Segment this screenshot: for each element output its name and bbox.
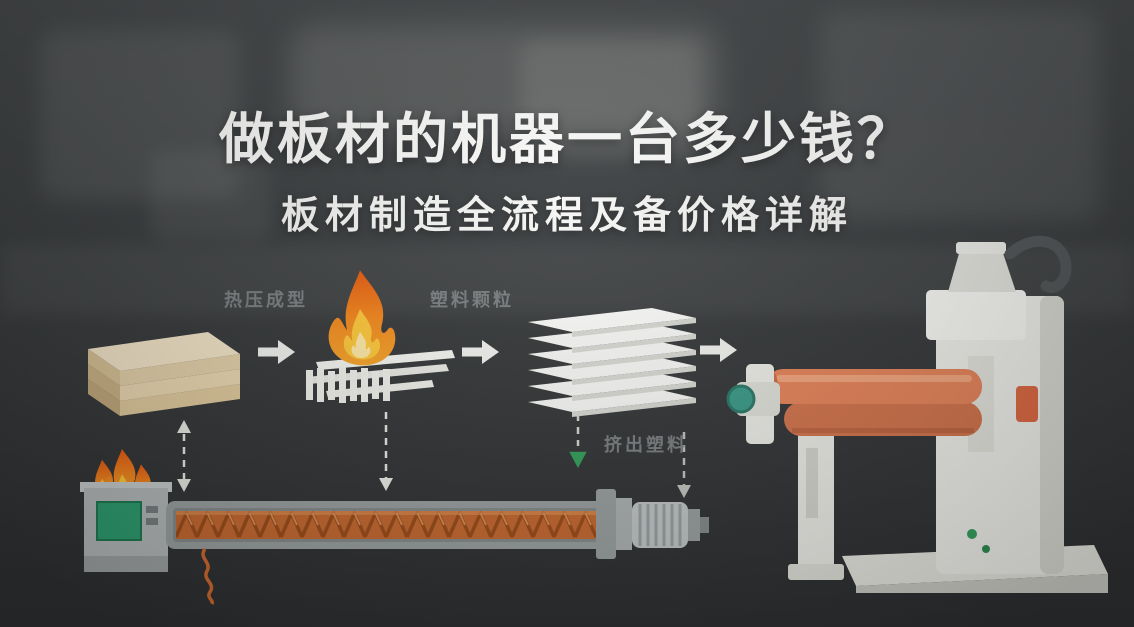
flow-arrow-right xyxy=(462,340,499,364)
board-stack-icon xyxy=(88,332,240,416)
arrow-down-icon xyxy=(379,478,393,491)
green-dot xyxy=(982,545,990,553)
top-roller xyxy=(766,369,982,404)
orange-cable xyxy=(201,547,215,605)
dashed-connector-boards-extruder xyxy=(177,420,191,492)
melting-flame-icon xyxy=(306,270,455,403)
machine-foot xyxy=(788,564,844,580)
machine-base-front xyxy=(856,574,1108,593)
extruder-ribbed-shaft xyxy=(632,502,688,548)
arrow-down-icon xyxy=(177,479,191,492)
label-step1: 热压成型 xyxy=(224,290,308,310)
green-dot xyxy=(967,529,977,539)
bottom-roller xyxy=(784,402,982,436)
extruder-machine-icon xyxy=(80,449,709,605)
flow-arrow-right xyxy=(700,338,737,362)
arrow-down-icon xyxy=(677,485,691,498)
main-title: 做板材的机器一台多少钱？ xyxy=(218,108,915,170)
flow-arrow-right xyxy=(258,340,295,364)
plastic-strip xyxy=(316,350,455,370)
teal-knob xyxy=(726,384,756,414)
label-step2: 塑料颗粒 xyxy=(430,290,514,310)
dashed-connector-shaft xyxy=(677,432,691,498)
machine-orange-panel xyxy=(1016,386,1038,422)
dashed-connector-sheets-extruder xyxy=(569,414,587,468)
machine-head xyxy=(926,290,1026,340)
green-arrow-down-icon xyxy=(569,451,587,468)
extruder-green-panel xyxy=(96,501,142,541)
calender-machine-icon xyxy=(726,235,1108,593)
label-step3: 挤出塑料 xyxy=(604,435,688,455)
machine-hopper xyxy=(948,250,1016,292)
arrow-up-icon xyxy=(177,420,191,433)
machine-pipe xyxy=(1004,235,1072,293)
subtitle: 板材制造全流程及备价格详解 xyxy=(280,195,853,237)
sheet-stack-icon xyxy=(528,308,696,417)
dashed-connector-flame-extruder xyxy=(379,412,393,491)
extruder-coupling xyxy=(596,489,616,559)
